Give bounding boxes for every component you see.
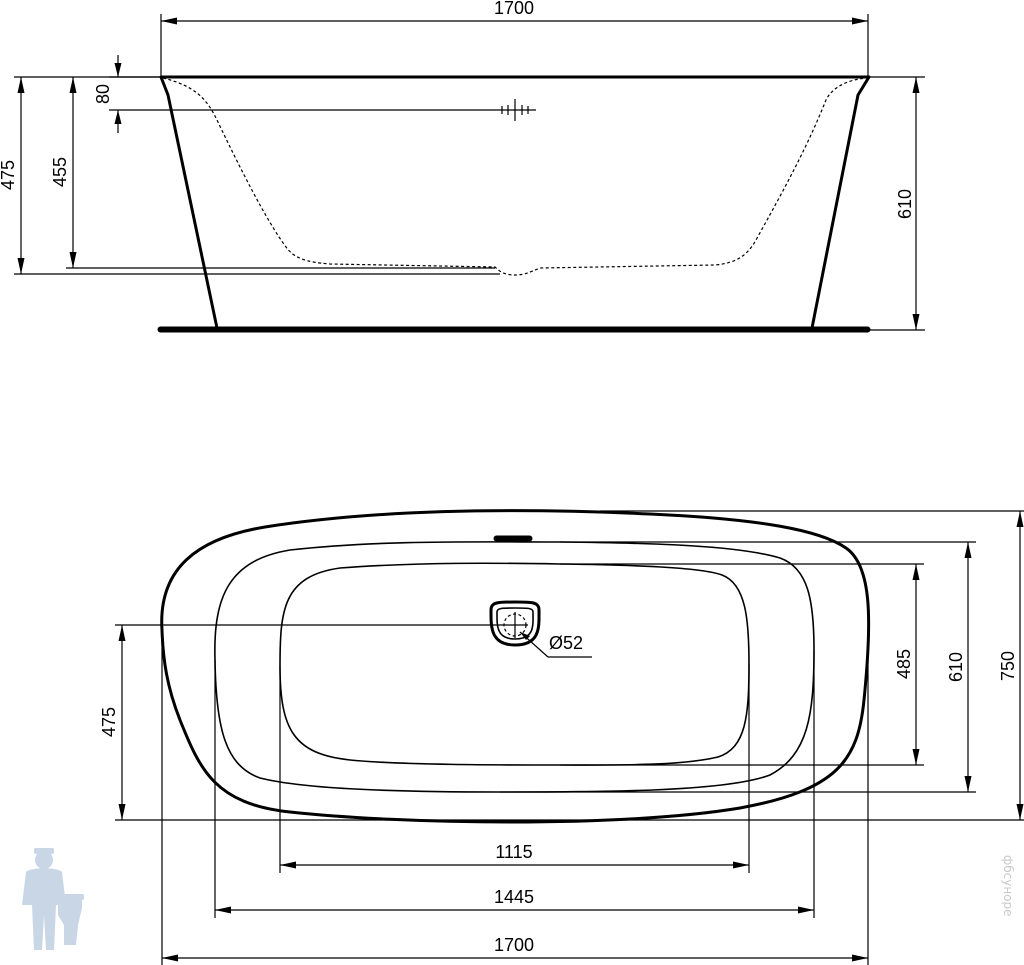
dim-length-mid-1445: 1445	[214, 650, 815, 918]
dim-width-outer-750: 750	[600, 510, 1024, 820]
overflow-cap	[493, 535, 533, 542]
dim-width-mid-label: 610	[946, 652, 966, 682]
dim-overflow-height-80: 80	[93, 55, 496, 133]
dim-length-outer-label: 1700	[494, 935, 534, 955]
dim-side-depth-455-label: 455	[50, 157, 70, 187]
dim-side-length-label: 1700	[494, 0, 534, 18]
dim-length-outer-1700: 1700	[161, 630, 869, 965]
tub-base-plinth	[157, 326, 871, 333]
dim-drain-offset-475: 475	[99, 624, 1024, 821]
dim-width-outer-label: 750	[998, 651, 1018, 681]
dim-width-inner-label: 485	[894, 649, 914, 679]
dim-drain-offset-label: 475	[99, 707, 119, 737]
dim-side-water-depth-455: 455	[50, 77, 495, 269]
dim-side-height-610: 610	[869, 76, 925, 331]
tub-top-inner-basin	[279, 562, 750, 766]
top-view: Ø52 475 485 610	[99, 509, 1024, 965]
dim-length-inner-1115: 1115	[279, 664, 750, 873]
dim-width-inner-485: 485	[560, 563, 924, 766]
dim-length-mid-label: 1445	[494, 887, 534, 907]
overflow-marker	[496, 99, 536, 121]
dim-side-length-1700: 1700	[160, 0, 869, 76]
dim-side-depth-475: 475	[0, 76, 500, 275]
vertical-watermark-text: фбсуноре	[1001, 855, 1015, 917]
inner-basin-hidden-line	[162, 77, 867, 276]
dim-side-depth-475-label: 475	[0, 160, 18, 190]
drain-icon: Ø52	[489, 600, 592, 658]
dim-length-inner-label: 1115	[495, 842, 532, 862]
dim-width-mid-610: 610	[500, 541, 976, 793]
tub-top-outer-rim	[160, 509, 871, 824]
dim-side-height-label: 610	[895, 189, 915, 219]
plumber-mascot-watermark	[22, 848, 84, 950]
dim-overflow-label: 80	[93, 84, 113, 104]
side-view: 1700 80 475 455	[0, 0, 925, 333]
dim-drain-diameter-label: Ø52	[549, 633, 583, 653]
